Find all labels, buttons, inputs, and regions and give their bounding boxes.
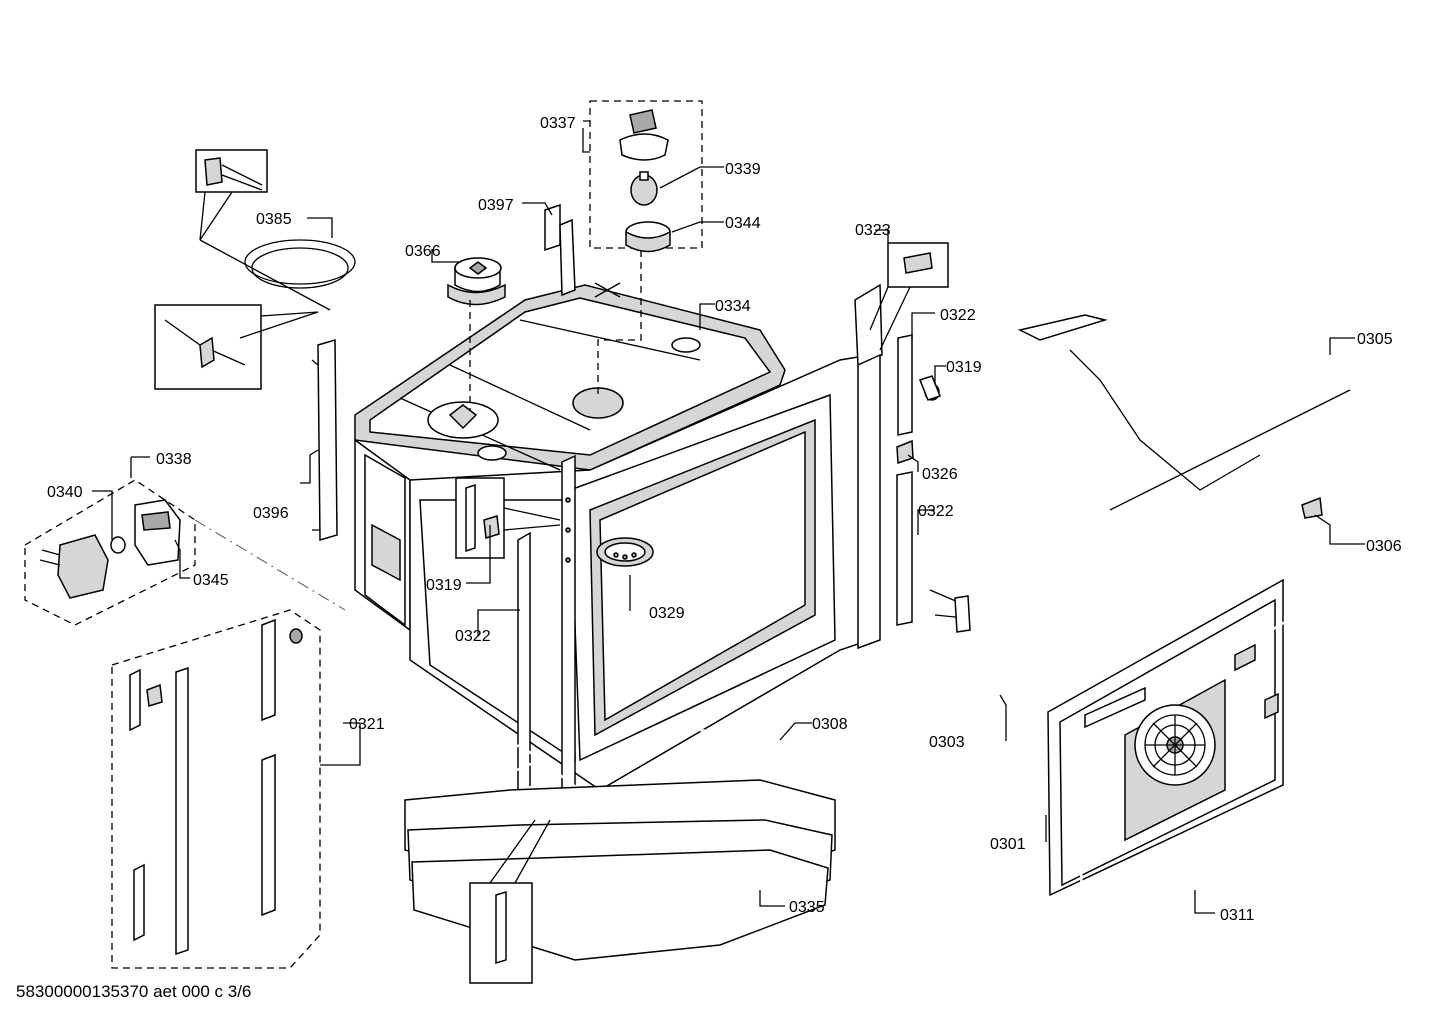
drawing-reference-code: 58300000135370 aet 000 c 3/6 [16,982,251,1001]
callout-0340: 0340 [47,484,83,501]
callout-0337: 0337 [540,115,576,132]
leader-lines [92,120,1365,914]
bracket-0397 [544,203,576,297]
callout-0303: 0303 [929,734,965,751]
detail-box-0319 [455,477,561,559]
detail-box-bottom [469,819,551,984]
callout-0335: 0335 [789,899,825,916]
callout-0301: 0301 [990,836,1026,853]
callout-0339: 0339 [725,161,761,178]
callout-labels: 0385 0337 0339 0344 0397 0366 0334 0323 … [47,115,1402,924]
callout-0345: 0345 [193,572,229,589]
callout-0311: 0311 [1220,907,1255,924]
callout-0305: 0305 [1357,331,1393,348]
callout-0338: 0338 [156,451,192,468]
callout-0323: 0323 [855,222,891,239]
oven-muffle [354,282,871,791]
callout-0329: 0329 [649,605,685,622]
callout-0322-right: 0322 [918,503,954,520]
callout-0396: 0396 [253,505,289,522]
callout-0306: 0306 [1366,538,1402,555]
lamp-cover [447,257,506,306]
switch-assembly [24,479,346,626]
bracket-0396 [311,339,338,541]
callout-0319-right: 0319 [946,359,982,376]
rail-kit [111,609,321,969]
callout-0322-mid: 0322 [455,628,491,645]
back-panel [1047,578,1284,897]
door-seal [1078,593,1344,952]
callout-0385: 0385 [256,211,292,228]
oven-rack [998,314,1422,552]
callout-0397: 0397 [478,197,514,214]
callout-0319-left: 0319 [426,577,462,594]
callout-0344: 0344 [725,215,761,232]
callout-0326: 0326 [922,466,958,483]
side-rail [854,283,941,650]
circular-heating-element [929,589,1084,717]
callout-0366: 0366 [405,243,441,260]
detail-box-0323 [869,242,949,351]
oven-lamp-assembly [589,100,703,253]
callout-0321: 0321 [349,716,385,733]
callout-0322-top: 0322 [940,307,976,324]
cable-0385 [154,149,356,390]
callout-0308: 0308 [812,716,848,733]
callout-0334: 0334 [715,298,751,315]
